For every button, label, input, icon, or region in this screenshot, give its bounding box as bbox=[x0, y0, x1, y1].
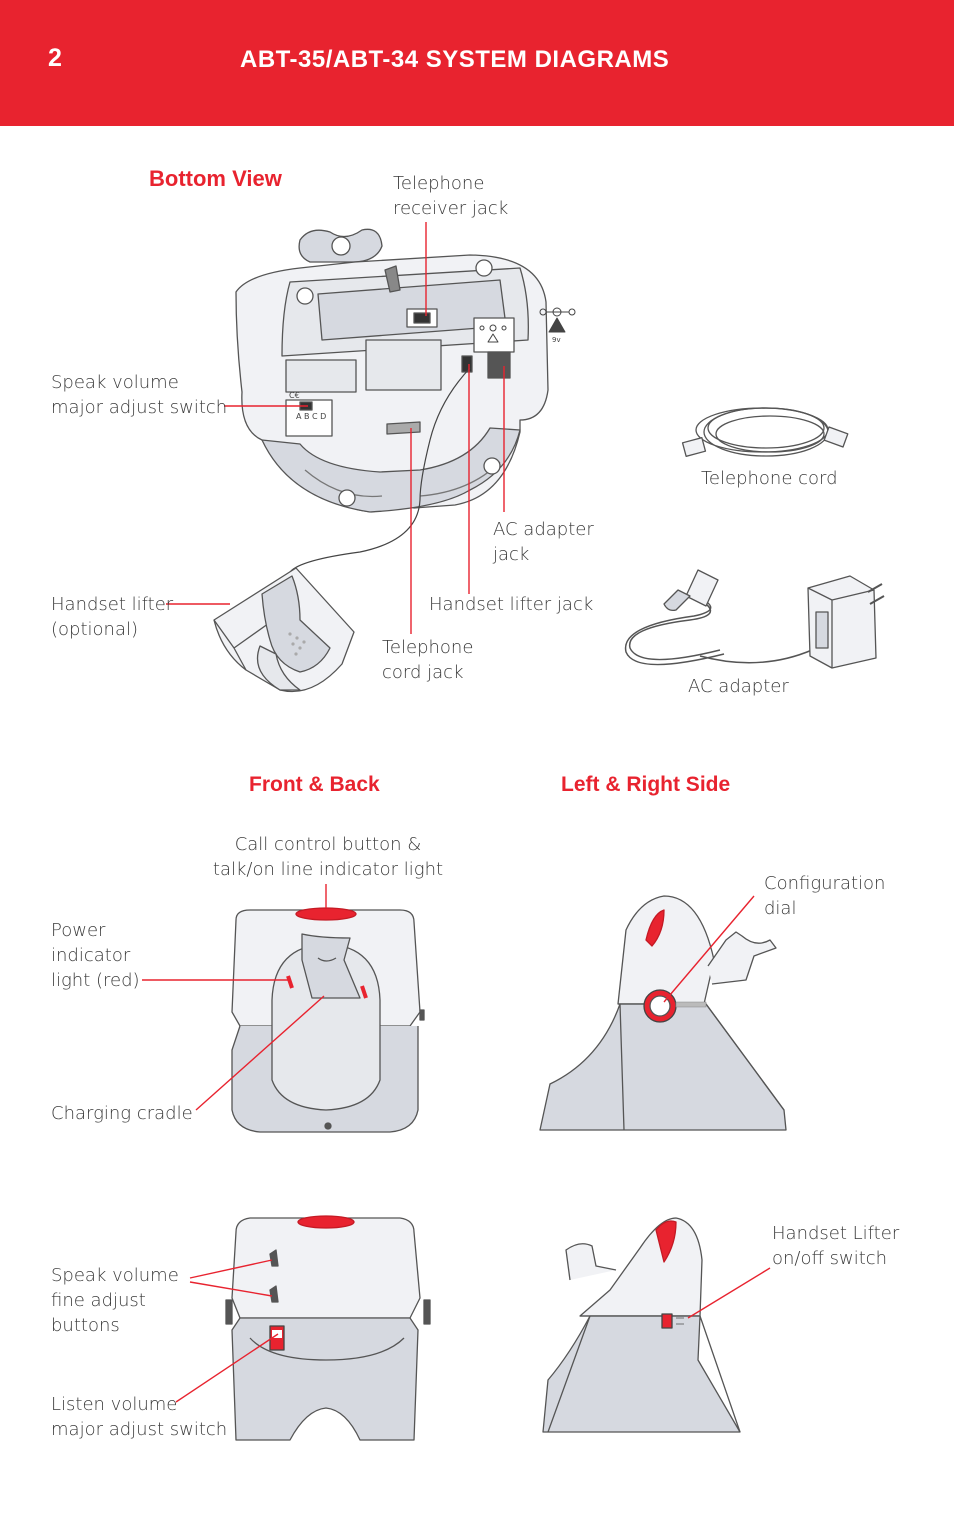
telephone-cord-illustration bbox=[681, 407, 849, 457]
page-number: 2 bbox=[48, 44, 62, 72]
base-right-side-illustration bbox=[539, 895, 787, 1131]
label-configuration-dial: Configuration dial bbox=[764, 873, 886, 919]
handset-lifter-illustration bbox=[213, 567, 355, 693]
section-title-front-back: Front & Back bbox=[249, 773, 380, 796]
label-charging-cradle: Charging cradle bbox=[51, 1103, 193, 1124]
section-title-bottom-view: Bottom View bbox=[149, 166, 282, 191]
switch-position-letters: A B C D bbox=[296, 412, 326, 421]
callout-leader-lines bbox=[142, 222, 771, 1403]
label-telephone-receiver-jack: Telephone receiver jack bbox=[393, 173, 509, 219]
voltage-marking: 9v bbox=[552, 336, 561, 344]
label-call-control: Call control button & talk/on line indic… bbox=[212, 834, 444, 880]
ac-adapter-illustration bbox=[624, 569, 885, 669]
label-ac-adapter: AC adapter bbox=[688, 676, 789, 697]
base-front-view-illustration bbox=[231, 907, 425, 1133]
label-ac-adapter-jack: AC adapter jack bbox=[493, 519, 594, 565]
base-back-view-illustration bbox=[225, 1215, 431, 1441]
base-bottom-view-illustration bbox=[235, 228, 549, 573]
label-power-indicator: Power indicator light (red) bbox=[51, 920, 140, 991]
label-handset-lifter-switch: Handset Lifter on/off switch bbox=[772, 1223, 900, 1269]
label-listen-volume-major: Listen volume major adjust switch bbox=[51, 1394, 228, 1440]
label-speak-volume-fine: Speak volume fine adjust buttons bbox=[51, 1265, 179, 1336]
label-telephone-cord-jack: Telephone cord jack bbox=[382, 637, 474, 683]
ce-mark: C€ bbox=[289, 391, 300, 400]
base-left-side-illustration bbox=[542, 1217, 741, 1433]
label-handset-lifter-optional: Handset lifter (optional) bbox=[51, 594, 174, 640]
section-title-left-right: Left & Right Side bbox=[561, 773, 731, 796]
label-handset-lifter-jack: Handset lifter jack bbox=[429, 594, 594, 615]
page-header: 2 ABT-35/ABT-34 SYSTEM DIAGRAMS bbox=[0, 0, 954, 126]
label-telephone-cord: Telephone cord bbox=[701, 468, 838, 489]
page-title: ABT-35/ABT-34 SYSTEM DIAGRAMS bbox=[240, 46, 670, 73]
label-speak-volume-major: Speak volume major adjust switch bbox=[51, 372, 228, 418]
